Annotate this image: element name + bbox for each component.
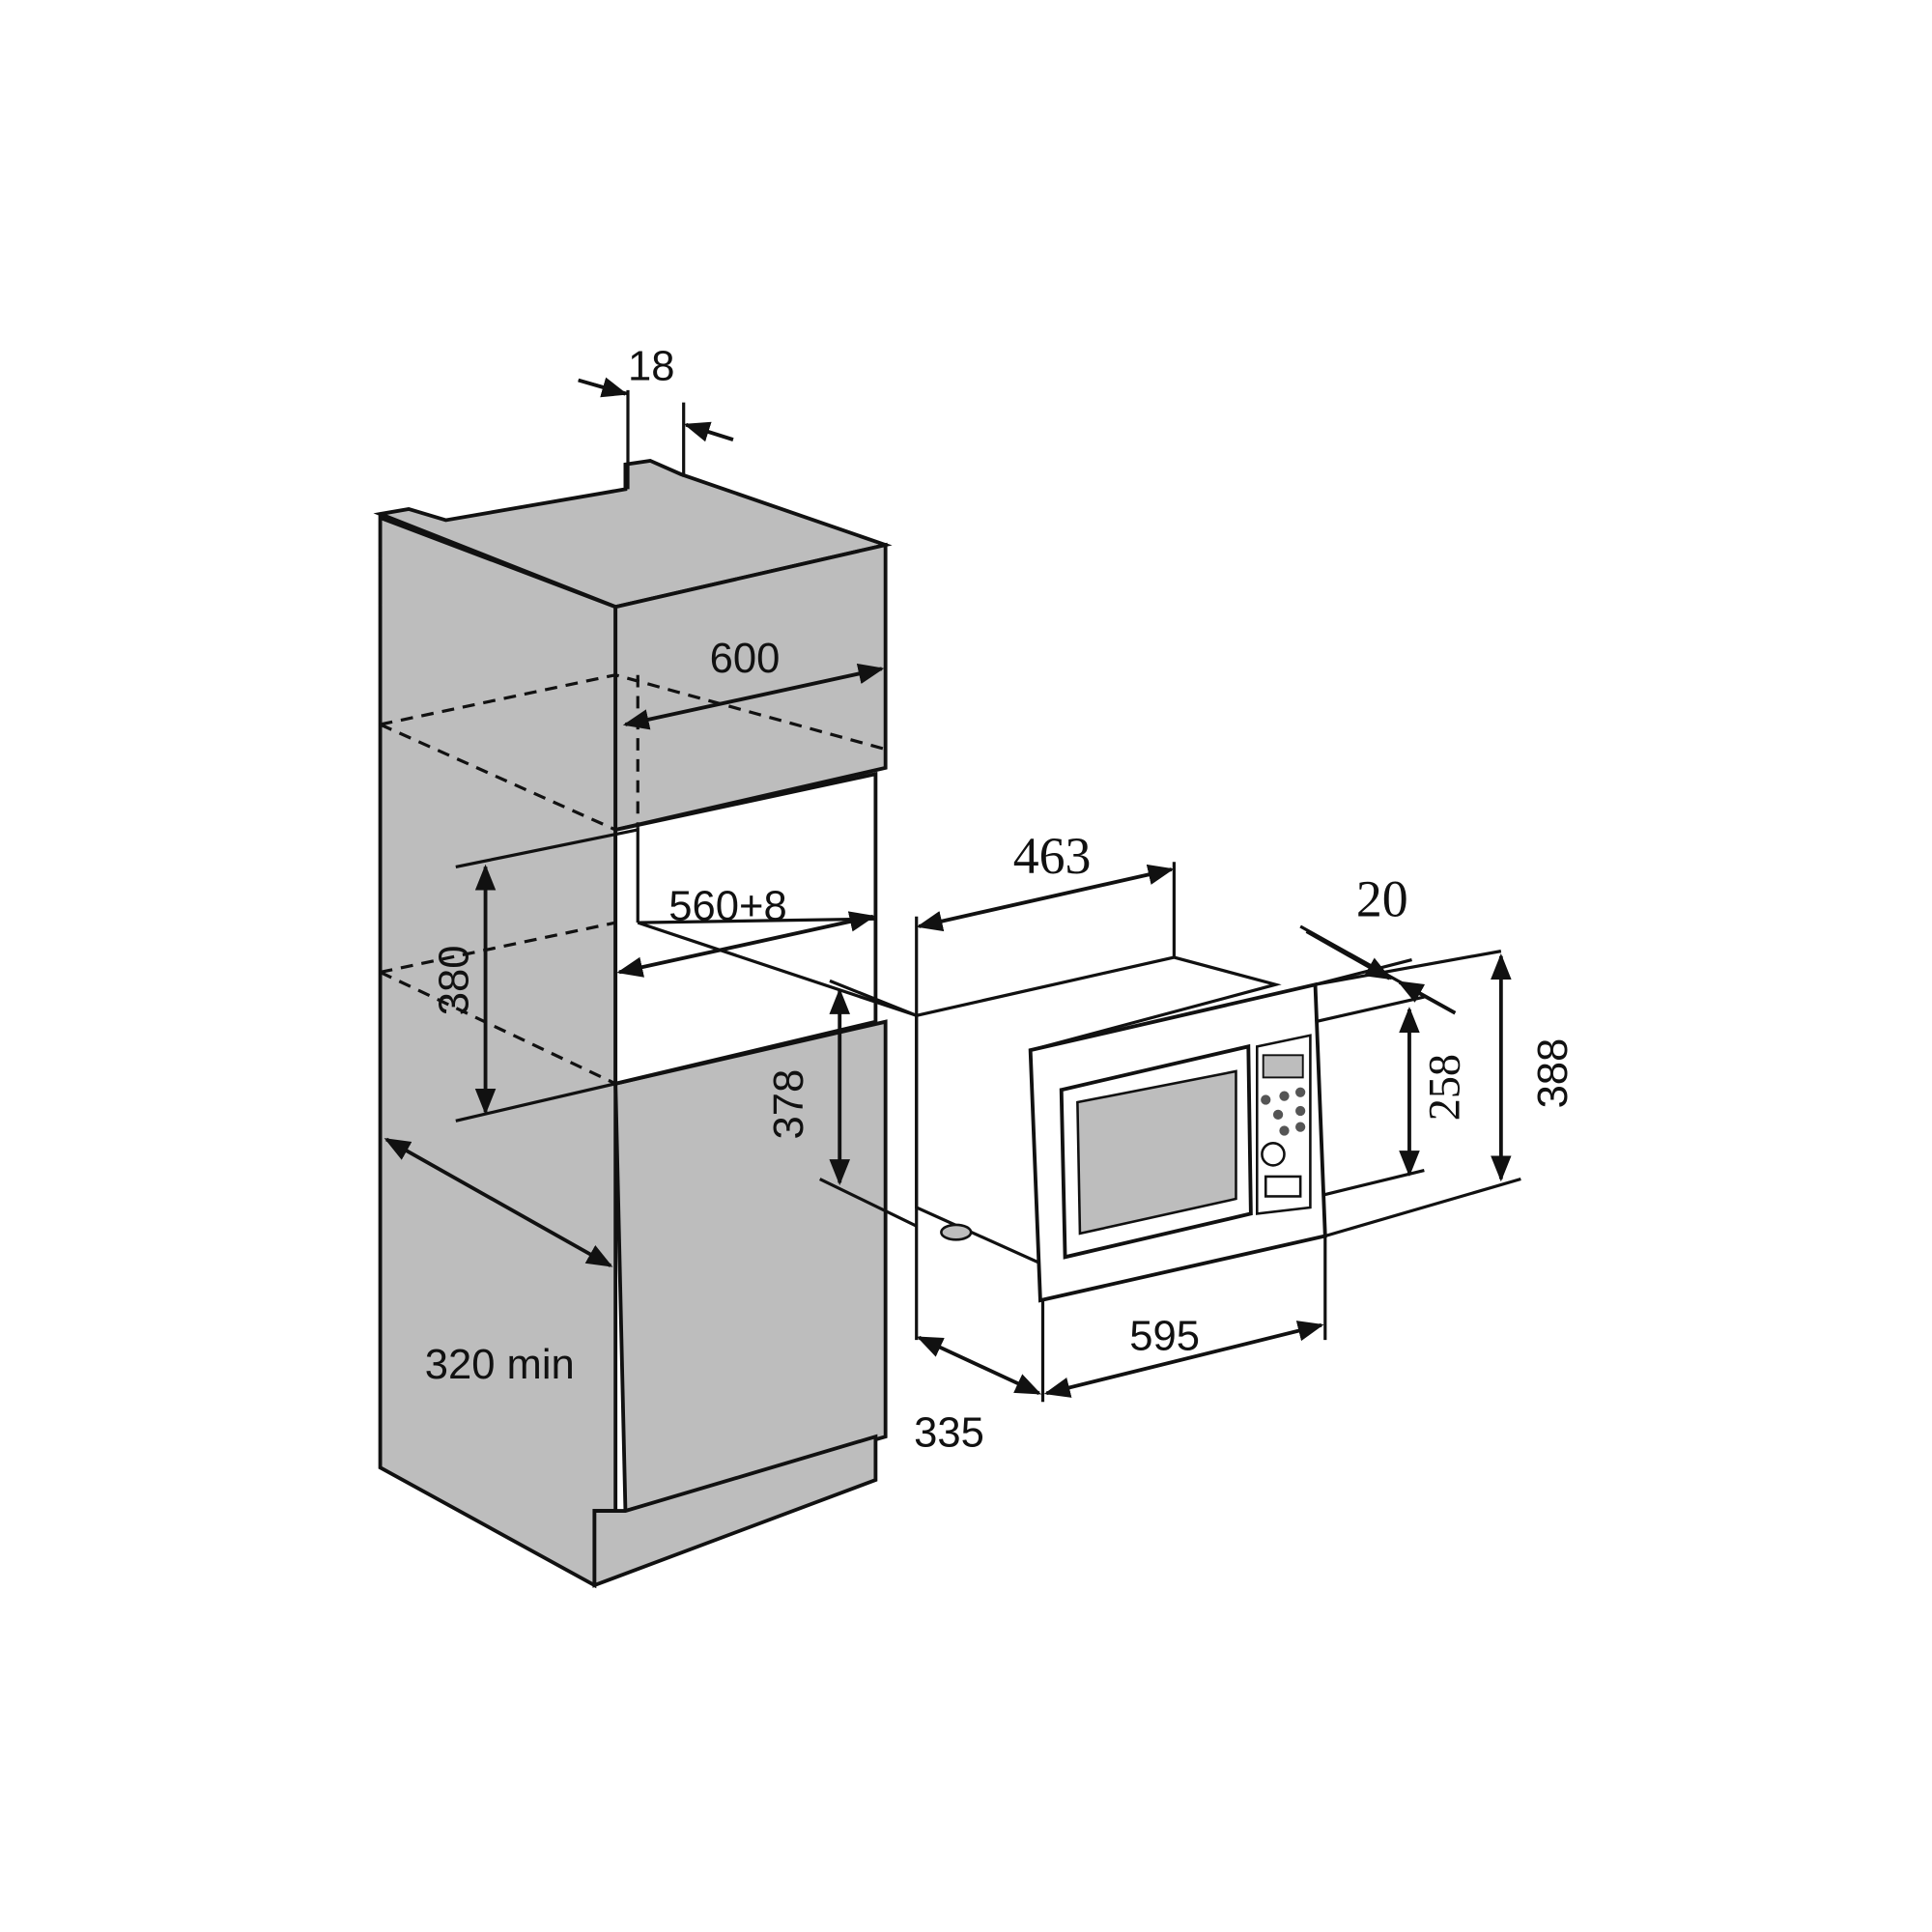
label-side-depth: 320 min	[425, 1342, 575, 1388]
label-depth-600: 600	[710, 636, 781, 682]
label-body-height: 258	[1419, 1054, 1468, 1121]
label-panel-thickness: 18	[628, 344, 674, 390]
microwave-foot	[940, 1223, 973, 1241]
cabinet	[373, 458, 918, 1589]
label-microwave-depth: 335	[914, 1409, 984, 1456]
label-frame-thickness: 20	[1356, 870, 1408, 928]
dimension-labels: 18 600 560+8 380 378 320 min 463 20 258 …	[425, 344, 1577, 1457]
cabinet-plinth	[592, 1434, 878, 1588]
control-knob	[1261, 1142, 1286, 1167]
display	[1262, 1054, 1304, 1079]
microwave	[915, 955, 1327, 1303]
label-niche-height: 380	[432, 946, 478, 1016]
label-lower-height: 378	[766, 1069, 812, 1140]
cabinet-lower-door	[613, 1019, 888, 1514]
label-frame-width: 595	[1129, 1313, 1200, 1359]
cabinet-side-panel	[378, 515, 618, 1589]
microwave-window	[1076, 1069, 1237, 1236]
label-body-depth: 463	[1013, 827, 1092, 885]
label-frame-height: 388	[1530, 1038, 1577, 1109]
control-panel	[1256, 1034, 1312, 1215]
dimension-lines	[384, 377, 1521, 1403]
door-button	[1264, 1175, 1302, 1198]
label-niche-width: 560+8	[668, 884, 786, 930]
